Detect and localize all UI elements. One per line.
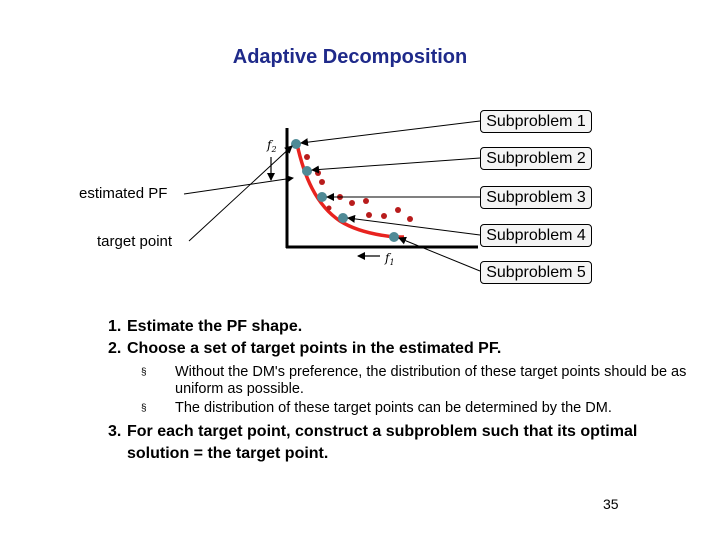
solution-dot [319,179,325,185]
target-point-4 [338,213,348,223]
steps-list: 1. Estimate the PF shape. 2. Choose a se… [108,316,698,465]
connector-subproblem-4 [347,214,481,236]
subproblem-1-box: Subproblem 1 [480,110,592,133]
step-text: Estimate the PF shape. [127,318,303,335]
step-text: For each target point, construct a subpr… [127,423,638,462]
subproblem-connectors [183,120,481,272]
step-number: 1. [108,318,122,335]
bullet-item: § The distribution of these target point… [108,400,698,417]
step-2-bullets: § Without the DM's preference, the distr… [108,364,698,417]
solution-dot [315,170,321,176]
connector-subproblem-5 [398,236,481,272]
step-number: 2. [108,340,122,357]
page-number: 35 [603,496,619,512]
f1-axis-label: f1 [384,251,395,267]
solution-dot [363,198,369,204]
target-point-5 [389,232,399,242]
solution-dot [395,207,401,213]
subproblem-3-box: Subproblem 3 [480,186,592,209]
bullet-mark: § [141,403,147,414]
target-points [291,139,399,242]
solution-dot [381,213,387,219]
connector-target-point [188,145,293,242]
f2-axis-label: f2 [266,138,277,154]
solution-dot [349,200,355,206]
target-point-1 [291,139,301,149]
solution-dots [304,154,413,222]
solution-dot [304,154,310,160]
solution-dot [366,212,372,218]
target-point-label: target point [97,233,173,250]
connector-subproblem-2 [311,157,481,174]
bullet-text: Without the DM's preference, the distrib… [175,364,687,397]
solution-dot [407,216,413,222]
decomposition-diagram: f2 f1 [183,120,481,272]
solution-dot [326,205,332,211]
connector-subproblem-1 [300,120,481,147]
bullet-mark: § [141,367,147,378]
estimated-pf-label: estimated PF [79,185,168,202]
subproblem-4-box: Subproblem 4 [480,224,592,247]
step-2: 2. Choose a set of target points in the … [108,338,698,360]
target-point-3 [317,192,327,202]
target-point-2 [302,166,312,176]
slide-title: Adaptive Decomposition [232,46,468,68]
step-number: 3. [108,423,122,440]
connector-estimated-pf [183,175,294,195]
subproblem-2-box: Subproblem 2 [480,147,592,170]
step-1: 1. Estimate the PF shape. [108,316,698,338]
bullet-item: § Without the DM's preference, the distr… [108,364,698,398]
step-3: 3. For each target point, construct a su… [108,421,698,465]
step-text: Choose a set of target points in the est… [127,340,502,357]
subproblem-5-box: Subproblem 5 [480,261,592,284]
bullet-text: The distribution of these target points … [175,400,612,416]
